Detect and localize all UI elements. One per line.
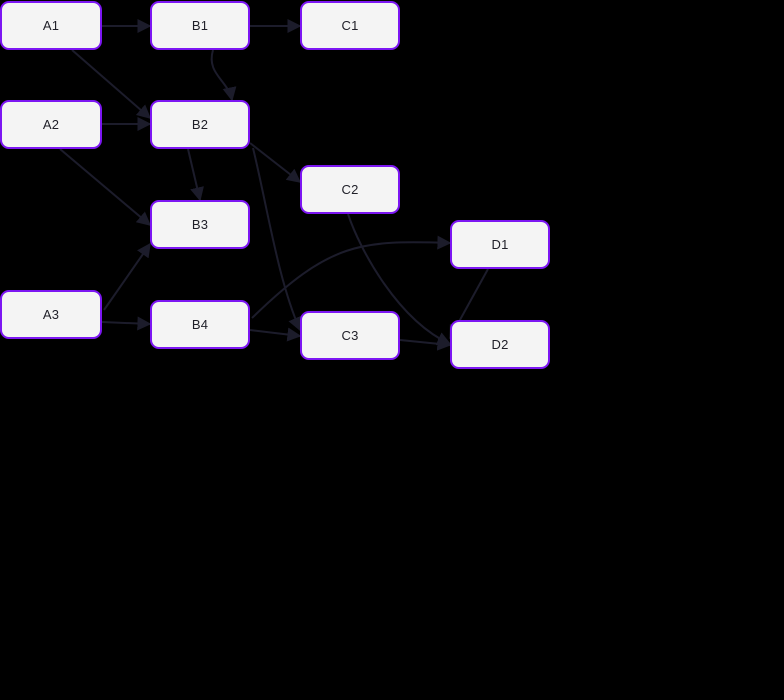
node-a1[interactable]: A1	[0, 1, 102, 50]
node-label: A1	[42, 18, 60, 33]
edge-group	[59, 19, 489, 351]
node-c3[interactable]: C3	[300, 311, 400, 360]
node-a3[interactable]: A3	[0, 290, 102, 339]
node-b1[interactable]: B1	[150, 1, 250, 50]
edge-b4-c3	[249, 327, 302, 342]
edge-b2-c3	[252, 147, 302, 332]
node-b2[interactable]: B2	[150, 100, 250, 149]
node-c1[interactable]: C1	[300, 1, 400, 50]
node-label: A3	[42, 307, 60, 322]
edge-c3-d2	[399, 336, 452, 351]
edge-a2-b3	[59, 148, 152, 226]
node-label: B3	[191, 217, 209, 232]
node-label: D2	[491, 337, 509, 352]
node-label: A2	[42, 117, 60, 132]
edge-a1-b2	[71, 49, 152, 119]
node-label: C2	[341, 182, 359, 197]
node-d1[interactable]: D1	[450, 220, 550, 269]
edge-a3-b4	[101, 316, 152, 331]
node-label: B2	[191, 117, 209, 132]
edge-b1-b2	[210, 49, 237, 102]
node-d2[interactable]: D2	[450, 320, 550, 369]
node-b4[interactable]: B4	[150, 300, 250, 349]
node-c2[interactable]: C2	[300, 165, 400, 214]
edge-c2-d2	[347, 213, 452, 346]
edge-b2-b3	[187, 148, 204, 202]
edge-a3-b3	[103, 242, 151, 311]
node-label: B1	[191, 18, 209, 33]
edge-b2-c2	[249, 142, 302, 183]
node-label: C3	[341, 328, 359, 343]
node-a2[interactable]: A2	[0, 100, 102, 149]
node-label: B4	[191, 317, 209, 332]
node-label: D1	[491, 237, 509, 252]
node-label: C1	[341, 18, 359, 33]
node-b3[interactable]: B3	[150, 200, 250, 249]
edge-b4-d1	[251, 235, 452, 319]
